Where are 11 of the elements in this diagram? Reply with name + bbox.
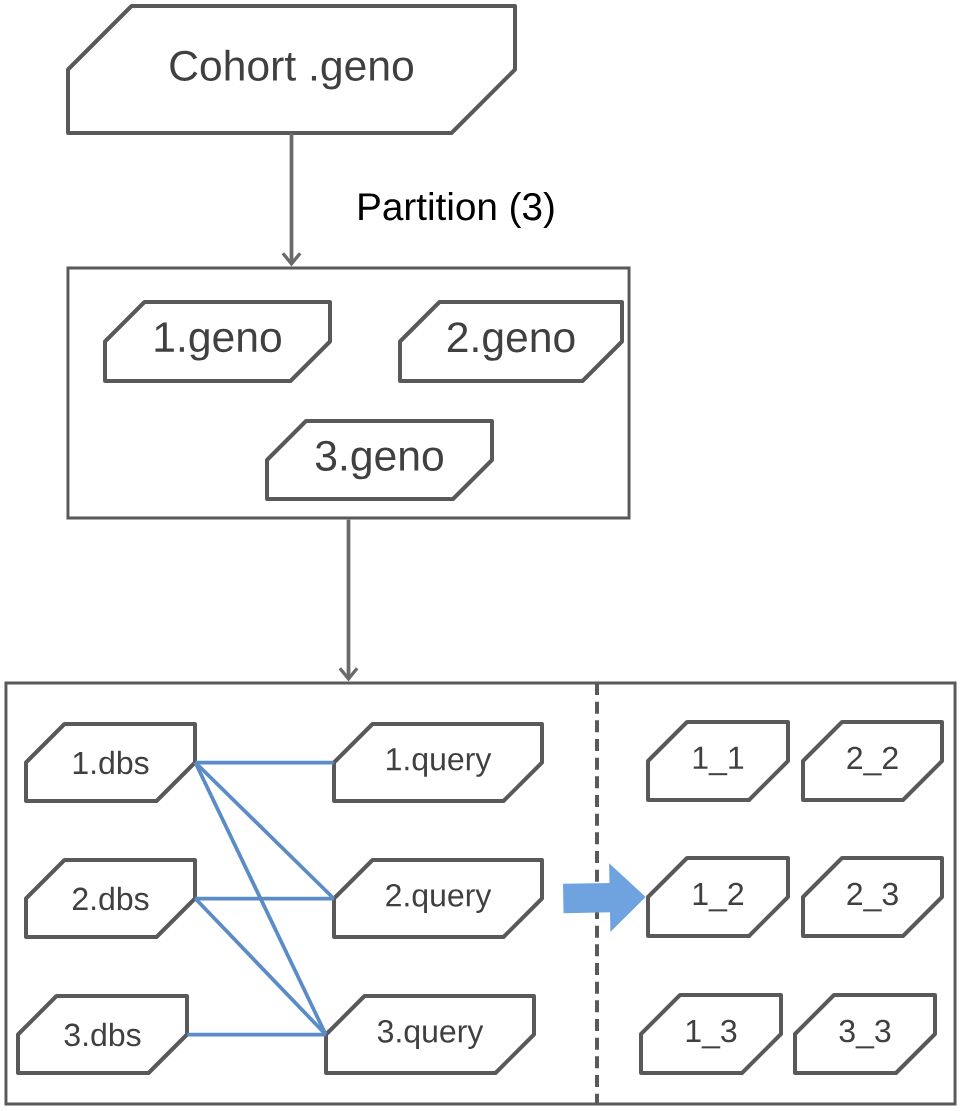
connector-line [194, 761, 336, 900]
connector-line [193, 761, 328, 1036]
arrow [338, 519, 359, 682]
arrow [281, 133, 302, 267]
connector-line [187, 1032, 326, 1037]
connector-line [195, 896, 334, 901]
connector-line [195, 760, 334, 765]
panel-box [4, 681, 957, 1106]
edge-label: Partition (3) [354, 190, 558, 230]
connector-line [193, 897, 328, 1036]
panel-box [66, 266, 631, 520]
